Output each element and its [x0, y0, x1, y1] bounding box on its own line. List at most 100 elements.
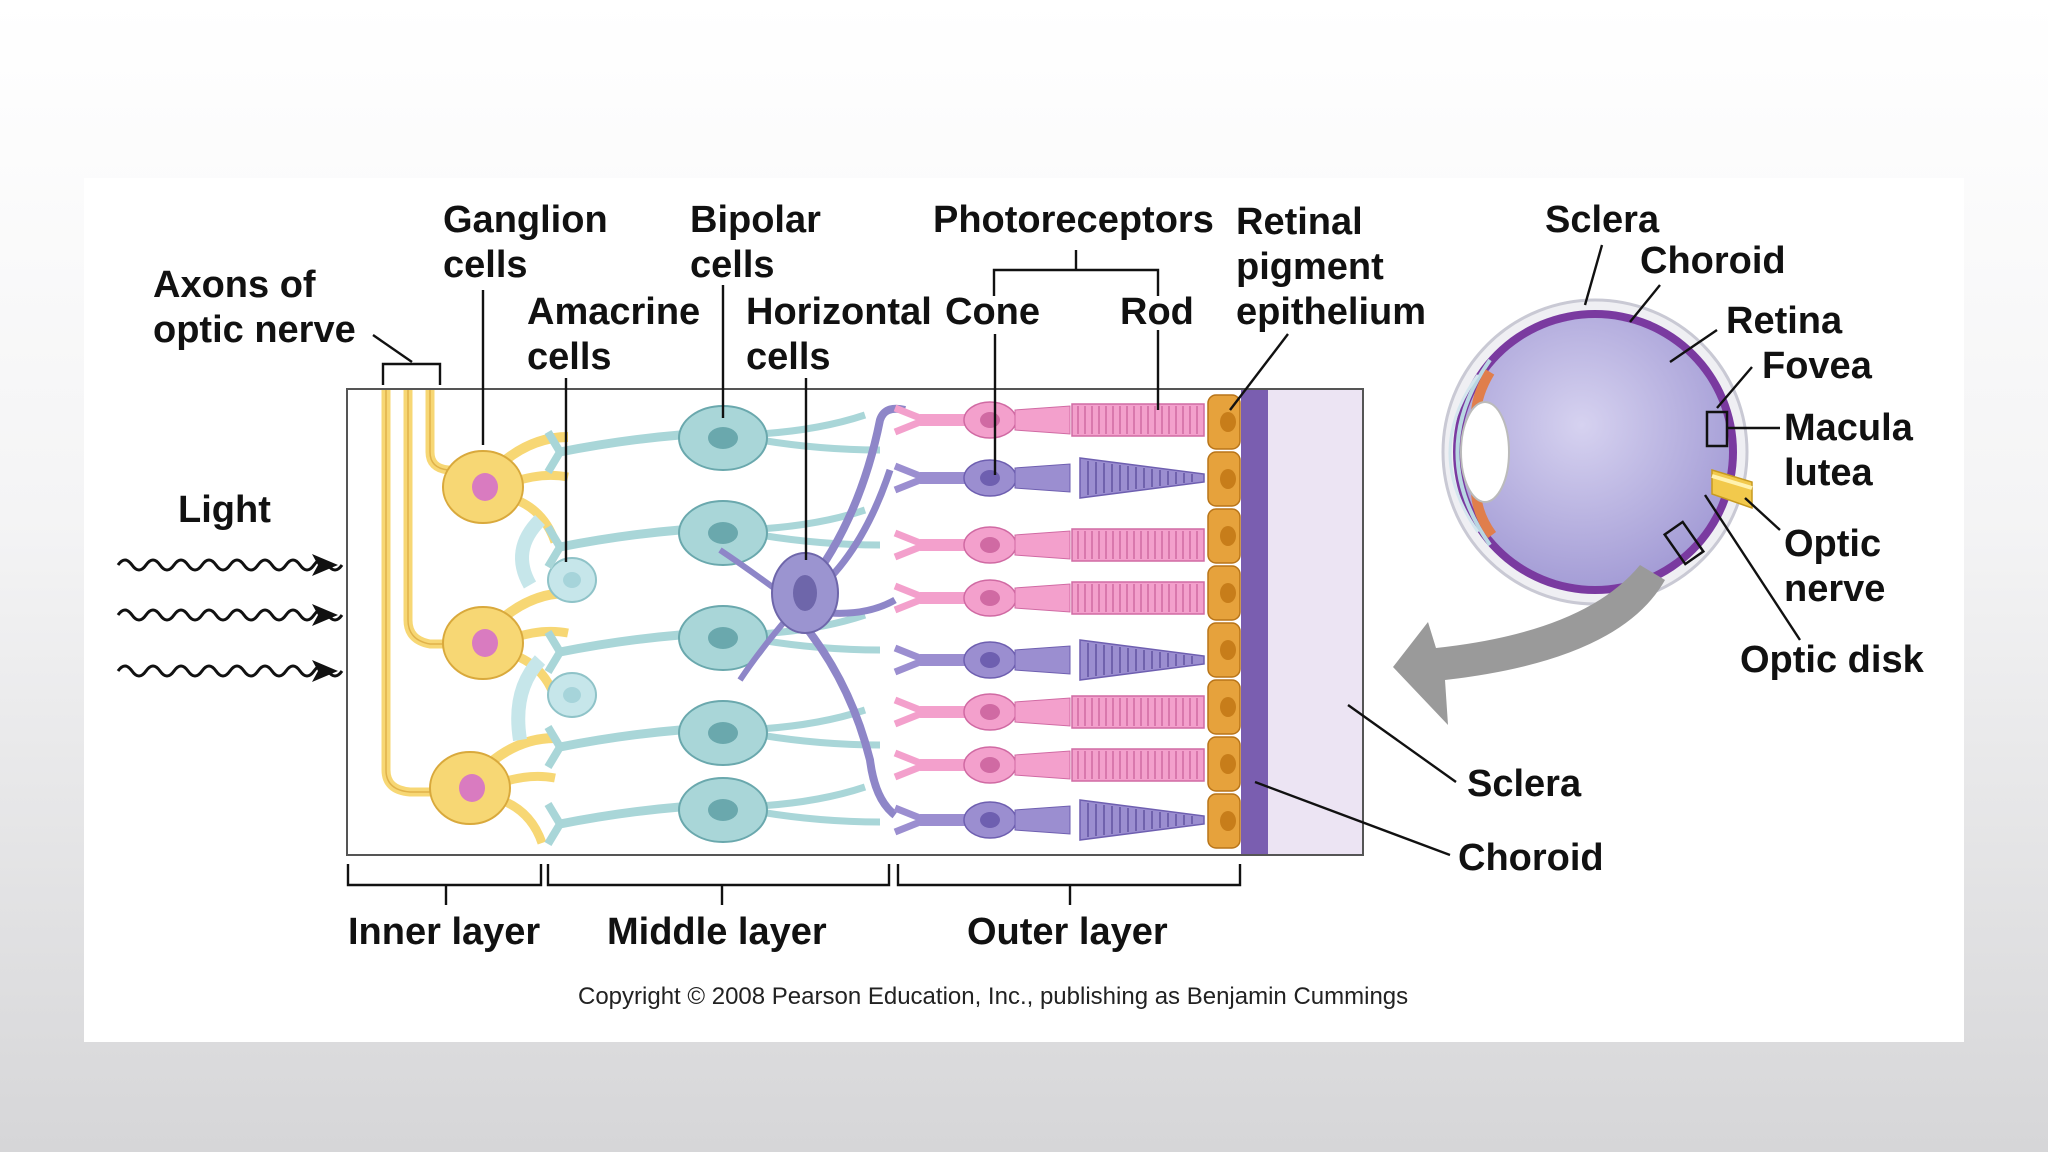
label-rod: Rod: [1120, 291, 1194, 333]
label-horizontal-line2: cells: [746, 336, 831, 378]
rod-nucleus: [980, 590, 1000, 606]
bipolar-axon: [559, 630, 681, 657]
rod-inner-segment: [1014, 583, 1071, 613]
bipolar-nucleus: [708, 522, 738, 544]
bipolar-nucleus: [708, 427, 738, 449]
bipolar-terminal: [544, 524, 565, 570]
pigment-cell-nucleus: [1220, 754, 1236, 774]
bipolar-axon: [559, 430, 681, 457]
bipolar-terminal: [544, 629, 565, 675]
bipolar-nucleus: [708, 722, 738, 744]
labels: Axons of optic nerve Ganglion cells Amac…: [153, 199, 1925, 1010]
label-eye-fovea: Fovea: [1762, 345, 1873, 387]
ganglion-cells: [429, 432, 569, 845]
rod-nucleus: [980, 537, 1000, 553]
label-optic-nerve-line1: Optic: [1784, 523, 1881, 565]
bipolar-cells: [544, 405, 881, 847]
bipolar-axon: [559, 725, 681, 752]
amacrine-cells: [511, 515, 597, 742]
label-middle-layer: Middle layer: [607, 911, 827, 953]
pigment-cell-nucleus: [1220, 526, 1236, 546]
horizontal-cell: [718, 404, 906, 819]
label-optic-disk: Optic disk: [1740, 639, 1925, 681]
bipolar-nucleus: [708, 799, 738, 821]
label-amacrine-line2: cells: [527, 336, 612, 378]
label-rpe-line3: epithelium: [1236, 291, 1426, 333]
pigment-cell-nucleus: [1220, 811, 1236, 831]
rod-inner-segment: [1014, 750, 1071, 780]
light-arrowhead: [312, 660, 338, 682]
pigment-cell-nucleus: [1220, 640, 1236, 660]
ganglion-nucleus: [472, 629, 498, 657]
eyeball: [1393, 298, 1753, 725]
label-photoreceptors: Photoreceptors: [933, 199, 1214, 241]
label-choroid: Choroid: [1458, 837, 1604, 879]
light-arrows: [116, 554, 344, 682]
rod-nucleus: [980, 704, 1000, 720]
cone-outer-segment: [1079, 799, 1205, 841]
label-ganglion-line1: Ganglion: [443, 199, 608, 241]
magnify-arrow: [1393, 565, 1665, 725]
eye-retina: [1461, 318, 1729, 586]
rod-outer-segment: [1071, 581, 1205, 615]
cone-outer-segment: [1079, 457, 1205, 499]
bipolar-terminal: [544, 429, 565, 475]
light-arrowhead: [312, 604, 338, 626]
pigment-cell-nucleus: [1220, 697, 1236, 717]
light-wave: [116, 608, 344, 622]
label-inner-layer: Inner layer: [348, 911, 540, 953]
label-ganglion-line2: cells: [443, 244, 528, 286]
label-amacrine-line1: Amacrine: [527, 291, 700, 333]
cone-nucleus: [980, 470, 1000, 486]
cone-nucleus: [980, 652, 1000, 668]
cone-inner-segment: [1014, 805, 1071, 835]
label-axons-line2: optic nerve: [153, 309, 356, 351]
ganglion-nucleus: [472, 473, 498, 501]
light-wave: [116, 558, 344, 572]
bipolar-dendrite: [759, 783, 881, 826]
bipolar-dendrite: [759, 411, 881, 454]
label-sclera: Sclera: [1467, 763, 1582, 805]
eye-lens: [1460, 401, 1510, 503]
rod-outer-segment: [1071, 403, 1205, 437]
rod-inner-segment: [1014, 405, 1071, 435]
leader-lines: [346, 244, 1802, 905]
rod-nucleus: [980, 412, 1000, 428]
cone-inner-segment: [1014, 645, 1071, 675]
label-horizontal-line1: Horizontal: [746, 291, 932, 333]
label-rpe-line1: Retinal: [1236, 201, 1363, 243]
label-eye-sclera: Sclera: [1545, 199, 1660, 241]
rod-outer-segment: [1071, 695, 1205, 729]
cone-outer-segment: [1079, 639, 1205, 681]
cone-inner-segment: [1014, 463, 1071, 493]
pigment-cell-nucleus: [1220, 583, 1236, 603]
bipolar-terminal: [544, 801, 565, 847]
choroid-band: [1241, 390, 1268, 854]
rod-inner-segment: [1014, 530, 1071, 560]
label-macula-line2: lutea: [1784, 452, 1874, 494]
rod-outer-segment: [1071, 528, 1205, 562]
label-rpe-line2: pigment: [1236, 246, 1384, 288]
label-macula-line1: Macula: [1784, 407, 1914, 449]
label-optic-nerve-line2: nerve: [1784, 568, 1885, 610]
pigment-cell-nucleus: [1220, 412, 1236, 432]
rod-nucleus: [980, 757, 1000, 773]
sclera-band: [1268, 390, 1362, 854]
bipolar-terminal: [544, 724, 565, 770]
optic-nerve-axons: [381, 390, 460, 797]
bipolar-axon: [559, 802, 681, 829]
bipolar-nucleus: [708, 627, 738, 649]
copyright-text: Copyright © 2008 Pearson Education, Inc.…: [578, 983, 1408, 1010]
cone-nucleus: [980, 812, 1000, 828]
ganglion-dendrite: [486, 733, 556, 767]
light-wave: [116, 664, 344, 678]
label-eye-choroid: Choroid: [1640, 240, 1786, 282]
pigment-cell-nucleus: [1220, 469, 1236, 489]
label-bipolar-line2: cells: [690, 244, 775, 286]
rod-outer-segment: [1071, 748, 1205, 782]
label-eye-retina: Retina: [1726, 300, 1843, 342]
light-arrowhead: [312, 554, 338, 576]
retina-section: [346, 388, 1364, 856]
rod-inner-segment: [1014, 697, 1071, 727]
label-cone: Cone: [945, 291, 1040, 333]
